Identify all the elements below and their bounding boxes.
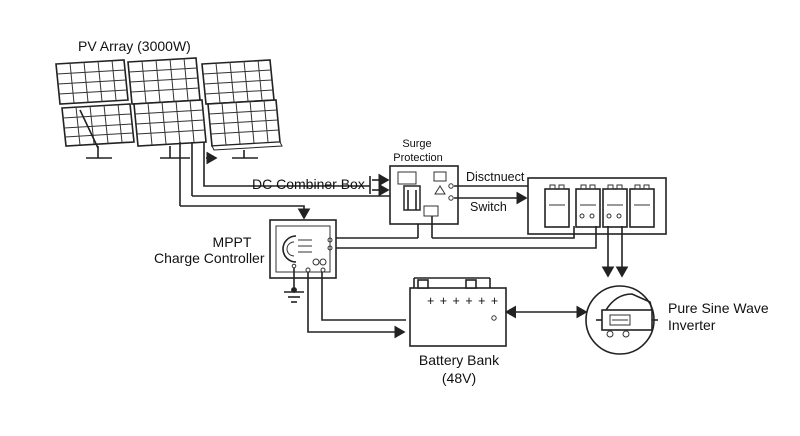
switch-label: Switch <box>470 200 507 214</box>
battery-terminals: + + + + + + <box>427 294 500 308</box>
battery-label-line2: (48V) <box>441 370 477 386</box>
solar-panel-3 <box>201 59 283 159</box>
disconnect-switch <box>417 183 528 238</box>
pv-output-wires <box>179 142 390 220</box>
surge-label-line1: Surge <box>402 138 432 150</box>
ground-symbol <box>284 268 304 303</box>
solar-panel-2 <box>127 57 207 159</box>
battery-bank <box>409 277 507 347</box>
panel-wires <box>332 226 629 278</box>
inverter-label-line1: Pure Sine Wave <box>668 300 769 316</box>
inverter-label-line2: Inverter <box>668 317 716 333</box>
pv-array-label: PV Array (3000W) <box>78 38 191 54</box>
disconnect-label: Disctnuect <box>466 170 525 184</box>
mppt-label-line1: MPPT <box>212 234 252 250</box>
surge-label-line2: Protection <box>393 152 443 164</box>
solar-panel-1 <box>55 59 135 159</box>
breaker-panel <box>527 177 667 235</box>
combiner-label: DC Combiner Box <box>252 176 365 192</box>
inverter <box>585 285 658 355</box>
combiner-surge-box <box>369 165 459 225</box>
mppt-charge-controller <box>269 219 337 279</box>
battery-label-line1: Battery Bank <box>418 352 500 368</box>
mppt-label-line2: Charge Controller <box>154 250 265 266</box>
mppt-battery-wires <box>307 272 406 339</box>
